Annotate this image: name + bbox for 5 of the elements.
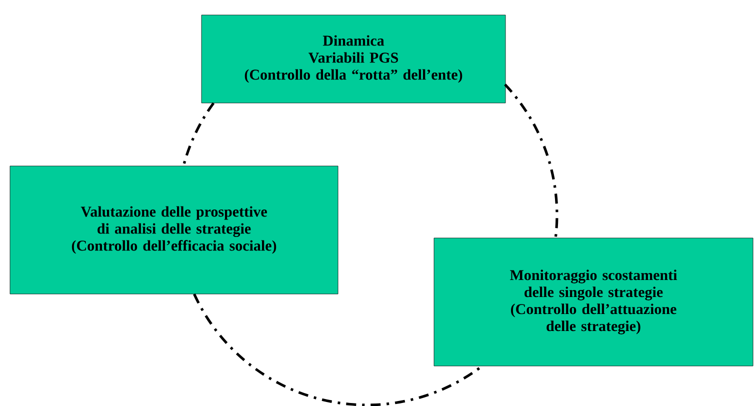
- connector-arc: [504, 84, 558, 238]
- connector-arc: [182, 102, 215, 166]
- process-box: Dinamica Variabili PGS (Controllo della “rotta” dell’ente): [201, 14, 506, 104]
- process-box: Valutazione delle prospettive di analisi delle strategie (Controllo dell’efficacia sociale): [10, 166, 338, 294]
- process-box: Monitoraggio scostamenti delle singole strategie (Controllo dell’attuazione delle strategie): [434, 238, 754, 366]
